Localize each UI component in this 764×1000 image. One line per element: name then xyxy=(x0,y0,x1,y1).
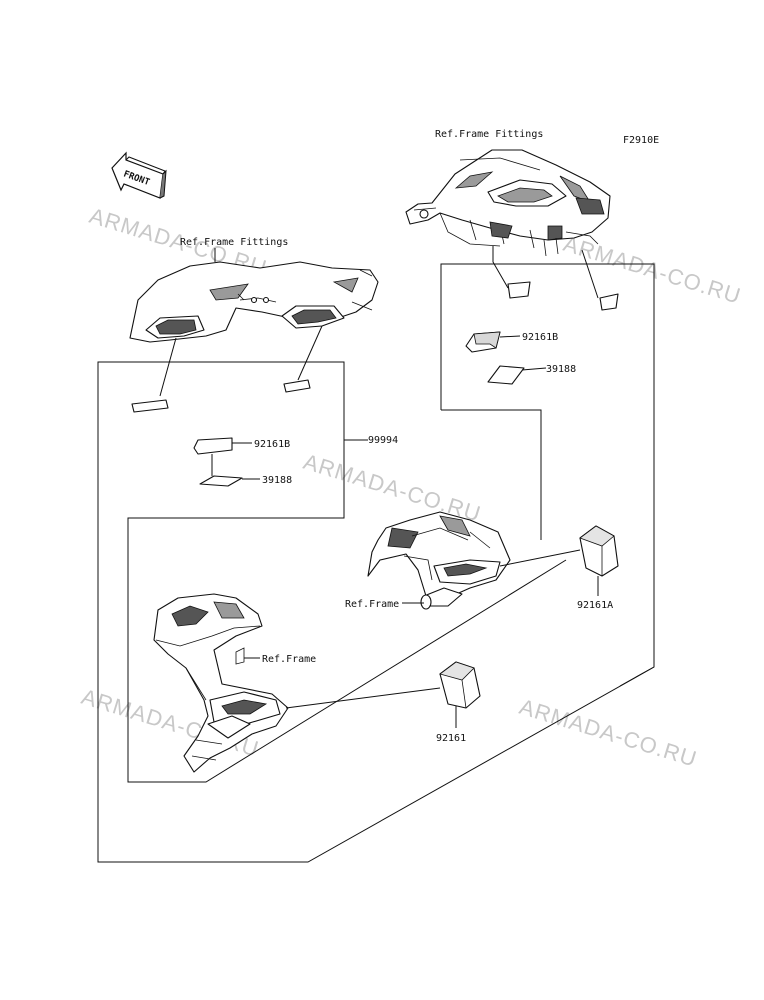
pad-left-1 xyxy=(131,399,169,413)
ref-frame-left-label: Ref.Frame xyxy=(262,654,316,665)
ref-frame-right-label: Ref.Frame xyxy=(345,599,399,610)
ref-frame-fittings-left-label: Ref.Frame Fittings xyxy=(180,237,288,248)
left-frame-fittings xyxy=(129,261,379,343)
right-frame-fittings xyxy=(405,149,611,257)
part-92161B-left xyxy=(193,437,233,455)
pad-right-1 xyxy=(507,281,531,299)
front-arrow-icon: FRONT xyxy=(111,151,167,199)
part-39188-left xyxy=(199,475,243,487)
watermark-3: ARMADA-CO.RU xyxy=(301,449,485,527)
label-39188-right: 39188 xyxy=(546,364,576,375)
left-group-outline xyxy=(122,361,567,783)
label-92161A: 92161A xyxy=(577,600,613,611)
pad-left-2 xyxy=(283,379,311,393)
label-99994: 99994 xyxy=(368,435,398,446)
right-group-outline xyxy=(97,263,655,863)
part-92161A xyxy=(579,525,619,577)
right-bracket xyxy=(367,511,511,610)
figure-code: F2910E xyxy=(623,135,659,146)
left-bracket xyxy=(153,593,289,773)
label-92161B-right: 92161B xyxy=(522,332,558,343)
watermark-5: ARMADA-CO.RU xyxy=(517,694,701,772)
part-39188-right xyxy=(487,365,525,385)
label-39188-left: 39188 xyxy=(262,475,292,486)
label-92161: 92161 xyxy=(436,733,466,744)
part-92161 xyxy=(439,661,481,709)
ref-frame-fittings-top-label: Ref.Frame Fittings xyxy=(435,129,543,140)
label-92161B-left: 92161B xyxy=(254,439,290,450)
pad-right-2 xyxy=(599,293,619,311)
